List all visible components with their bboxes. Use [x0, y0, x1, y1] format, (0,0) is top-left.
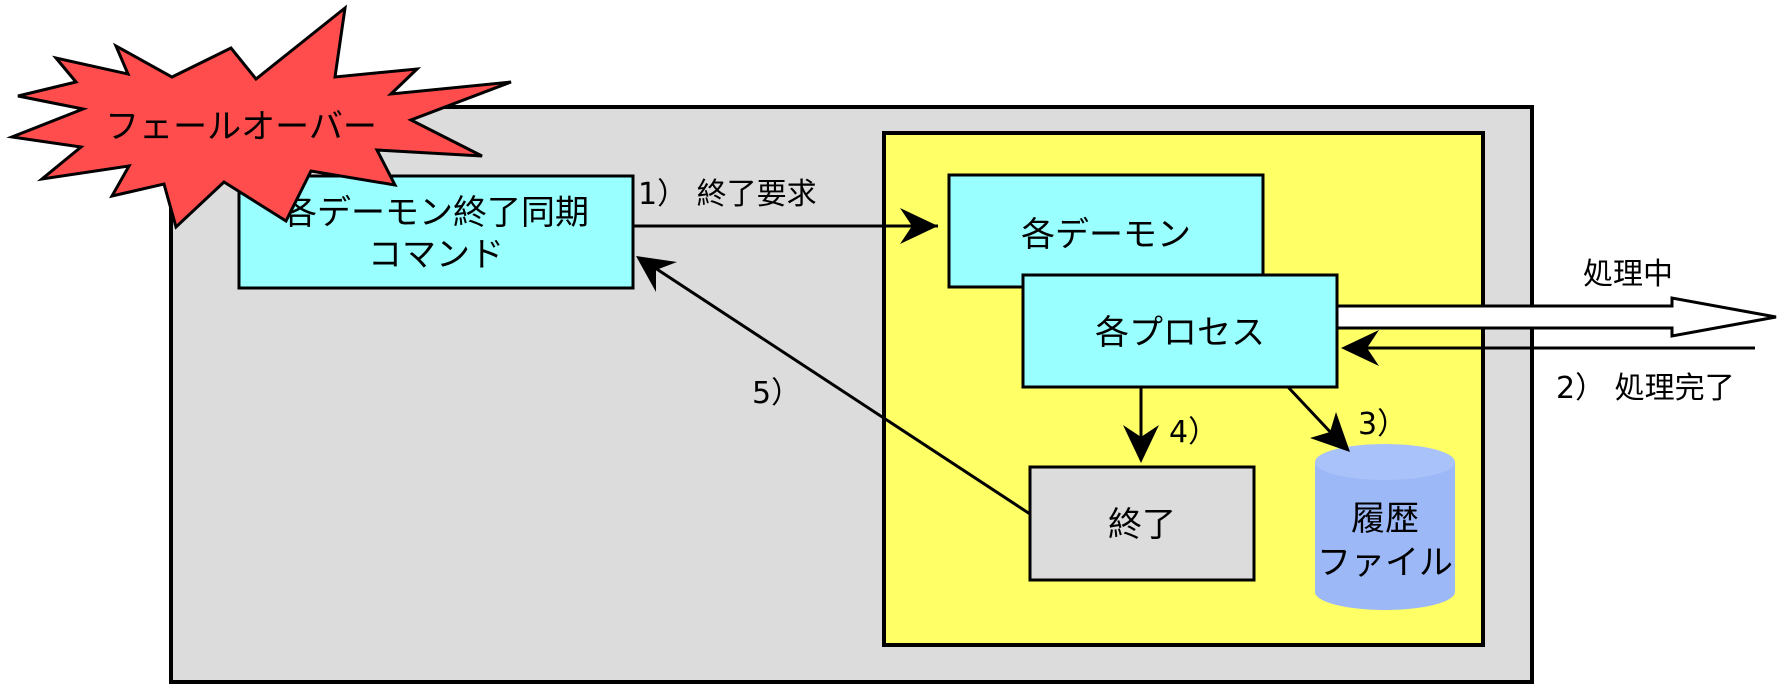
processing-label: 処理中 — [1583, 257, 1673, 292]
arrow-processing — [1335, 296, 1777, 338]
sync-command-box: 各デーモン終了同期 コマンド — [237, 174, 635, 290]
history-file-label-line1: 履歴 — [1351, 499, 1419, 539]
daemons-box: 各デーモン — [947, 173, 1265, 289]
sync-command-label-line2: コマンド — [368, 235, 504, 275]
end-label: 終了 — [1108, 505, 1176, 545]
arrow-completion-notify — [645, 260, 1031, 516]
step4-label: 4） — [1169, 415, 1218, 450]
sync-command-label-line1: 各デーモン終了同期 — [283, 193, 589, 233]
history-file-cylinder: 履歴 ファイル — [1315, 444, 1455, 610]
daemons-label: 各デーモン — [1021, 215, 1191, 255]
arrow-write-history — [1286, 385, 1337, 439]
history-file-label-line2: ファイル — [1317, 543, 1453, 583]
arrowhead-terminate — [1123, 425, 1159, 463]
step2-label: 2） 処理完了 — [1556, 371, 1735, 406]
arrowhead-processing-complete — [1341, 330, 1379, 366]
step3-label: 3） — [1358, 407, 1407, 442]
end-box: 終了 — [1028, 465, 1256, 582]
processes-box: 各プロセス — [1021, 273, 1339, 389]
arrowhead-terminate-request — [900, 208, 938, 244]
arrowhead-write-history — [1310, 412, 1350, 452]
step1-label: 1） 終了要求 — [638, 177, 817, 212]
failover-label: フェールオーバー — [105, 107, 377, 147]
step5-label: 5） — [752, 376, 801, 411]
failover-burst: フェールオーバー — [6, 4, 512, 230]
arrowhead-completion-notify — [636, 256, 677, 292]
processes-label: 各プロセス — [1095, 313, 1265, 353]
